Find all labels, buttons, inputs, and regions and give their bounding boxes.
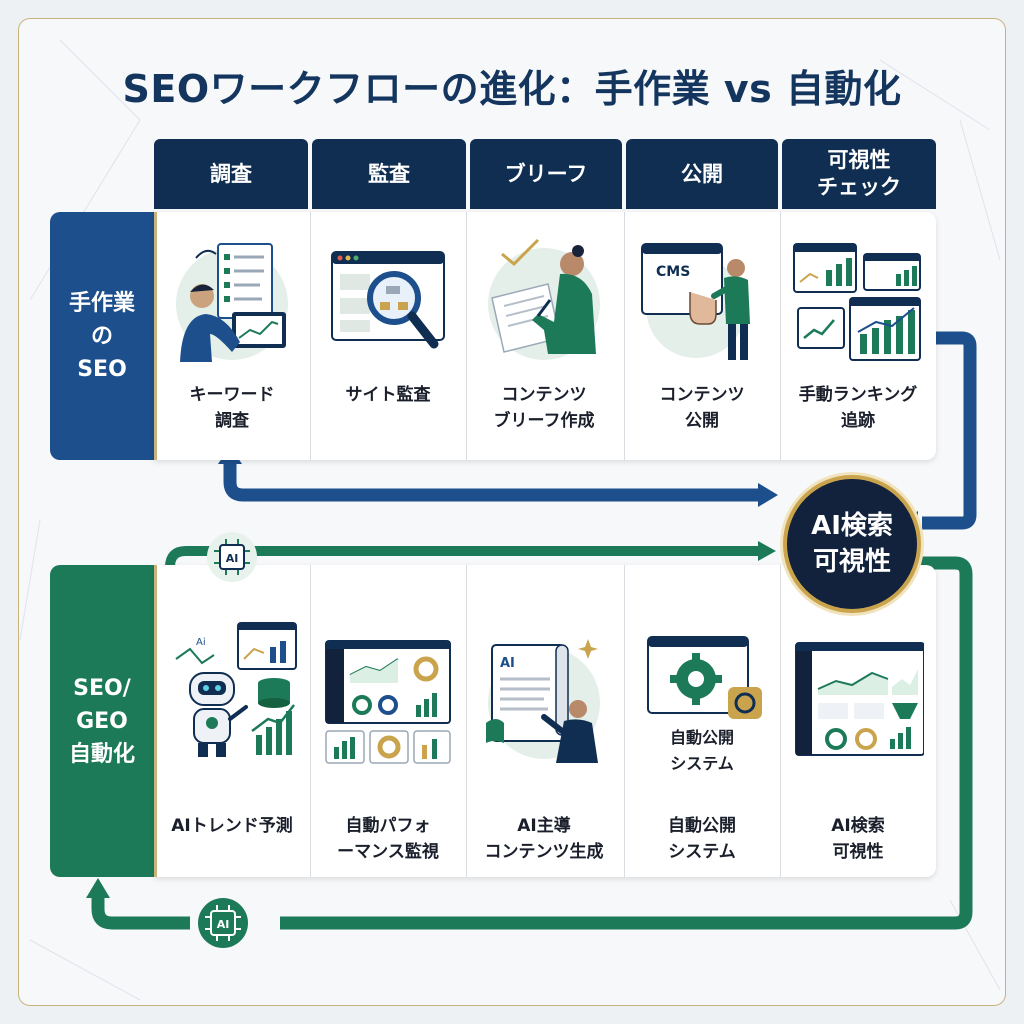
caption: AI検索 可視性	[831, 816, 885, 862]
auto-publish-illustration	[647, 636, 762, 719]
caption: AIトレンド予測	[171, 816, 293, 836]
gold-accent	[154, 565, 157, 877]
ai-visibility-hub: AI検索 可視性	[783, 475, 921, 613]
column-header-brief: ブリーフ	[470, 139, 622, 209]
caption: キーワード 調査	[189, 385, 275, 431]
publish-system-inner-label: 自動公開 システム	[669, 728, 734, 773]
site-audit-illustration	[331, 251, 445, 349]
manual-row-panel: キーワード 調査 サイト監査 コンテンツ ブリーフ作成	[154, 212, 936, 460]
divider	[780, 212, 781, 460]
divider	[310, 565, 311, 877]
performance-dashboard-illustration	[325, 640, 451, 764]
ai-chip-bottom: AI	[198, 898, 248, 948]
content-brief-illustration	[488, 238, 600, 360]
ranking-dashboard-illustration	[793, 243, 921, 361]
divider	[310, 212, 311, 460]
caption: 手動ランキング 追跡	[798, 385, 918, 431]
divider	[624, 212, 625, 460]
keyword-research-illustration	[176, 243, 288, 362]
cms-illustration: CMS	[641, 243, 750, 360]
ai-content-illustration: AI	[486, 639, 600, 763]
caption: サイト監査	[345, 385, 431, 405]
cms-label: CMS	[656, 264, 690, 280]
caption: 自動パフォ ーマンス監視	[337, 816, 439, 862]
caption: 自動公開 システム	[668, 816, 736, 862]
caption: コンテンツ ブリーフ作成	[493, 385, 595, 431]
row-label-automation: SEO/ GEO 自動化	[50, 565, 154, 877]
ai-small-label: Ai	[196, 637, 206, 648]
ai-doc-label: AI	[500, 656, 515, 671]
column-header-research: 調査	[154, 139, 308, 209]
column-header-visibility: 可視性 チェック	[782, 139, 936, 209]
column-header-audit: 監査	[312, 139, 466, 209]
divider	[780, 565, 781, 877]
divider	[466, 212, 467, 460]
ai-chip-icon: AI	[205, 905, 241, 941]
gold-accent	[154, 212, 157, 460]
column-header-publish: 公開	[626, 139, 778, 209]
ai-chip-icon: AI	[214, 539, 250, 575]
ai-chip-label: AI	[217, 918, 230, 931]
page-title: SEOワークフローの進化：手作業 vs 自動化	[122, 67, 902, 111]
visibility-dashboard-illustration	[795, 642, 924, 756]
ai-chip-top: AI	[207, 532, 257, 582]
ai-robot-illustration: Ai	[175, 622, 297, 757]
ai-chip-label: AI	[226, 552, 239, 565]
divider	[624, 565, 625, 877]
caption: AI主導 コンテンツ生成	[484, 816, 604, 862]
caption: コンテンツ 公開	[659, 385, 745, 431]
divider	[466, 565, 467, 877]
automation-row-panel: Ai AIトレンド予測	[154, 565, 936, 877]
row-label-manual: 手作業 の SEO	[50, 212, 154, 460]
